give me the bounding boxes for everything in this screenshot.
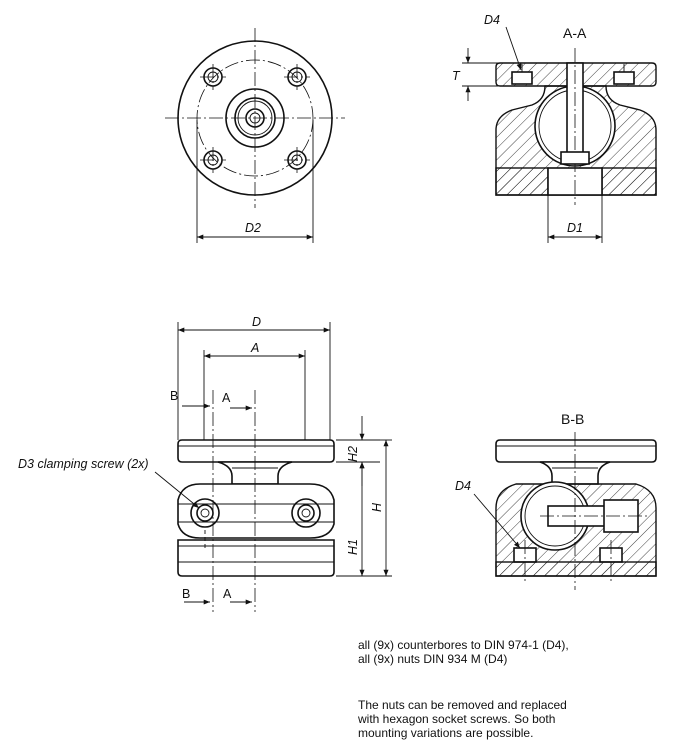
front-view: D A B A B: [18, 315, 392, 612]
nut-replacement-note: The nuts can be removed and replaced wit…: [358, 698, 567, 740]
h2-label: H2: [346, 446, 360, 462]
a-label: A: [250, 341, 259, 355]
top-view: D2: [165, 28, 345, 243]
clamp-screw-right: [291, 498, 321, 528]
d-label: D: [252, 315, 261, 329]
b-upper-label: B: [170, 389, 178, 403]
bolt-hole-br: [284, 147, 310, 173]
d1-label: D1: [567, 221, 583, 235]
d3-clamping-label: D3 clamping screw (2x): [18, 457, 149, 471]
b-lower-label: B: [182, 587, 190, 601]
t-label: T: [452, 69, 461, 83]
a-upper-label: A: [222, 391, 231, 405]
section-a-a: A-A T D4 D1: [452, 13, 657, 243]
counterbore-note-line-1: all (9x) counterbores to DIN 974-1 (D4),: [358, 638, 569, 652]
nut-note-line-2: with hexagon socket screws. So both: [358, 712, 556, 726]
d4-bb-label: D4: [455, 479, 471, 493]
h1-label: H1: [346, 539, 360, 555]
section-b-b: B-B D4: [455, 411, 657, 590]
a-lower-label: A: [223, 587, 232, 601]
nut-note-line-1: The nuts can be removed and replaced: [358, 698, 567, 712]
counterbore-note: all (9x) counterbores to DIN 974-1 (D4),…: [358, 638, 569, 666]
nut-note-line-3: mounting variations are possible.: [358, 726, 534, 740]
bolt-hole-tr: [284, 64, 310, 90]
d2-label: D2: [245, 221, 261, 235]
section-aa-title: A-A: [563, 25, 587, 41]
counterbore-note-line-2: all (9x) nuts DIN 934 M (D4): [358, 652, 508, 666]
section-bb-title: B-B: [561, 411, 584, 427]
bolt-hole-bl: [200, 147, 226, 173]
d4-top-label: D4: [484, 13, 500, 27]
bolt-hole-tl: [200, 64, 226, 90]
h-label: H: [370, 502, 384, 512]
